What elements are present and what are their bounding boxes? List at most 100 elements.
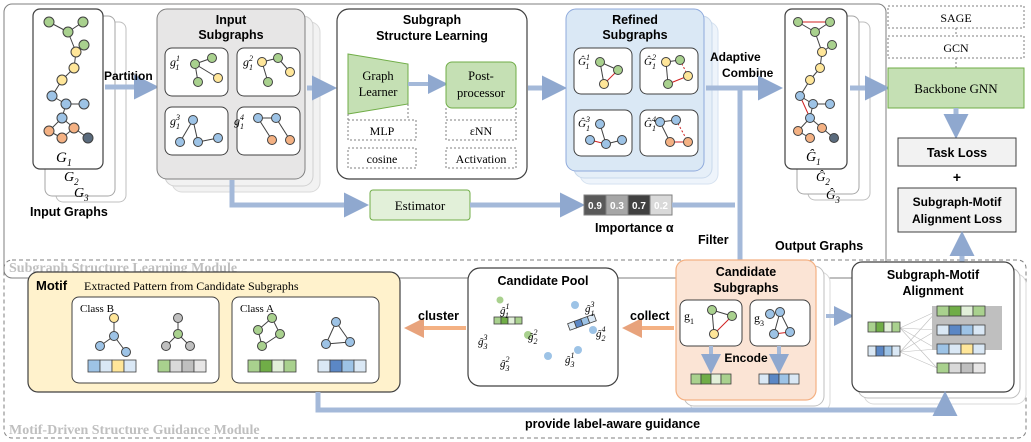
backbone-gnn-label: Backbone GNN: [914, 81, 998, 96]
graph-learner-label-1: Graph: [362, 69, 394, 83]
svg-text:0.3: 0.3: [610, 201, 624, 212]
g1-hat-label: Ĝ: [806, 148, 816, 165]
adaptive-label-2: Combine: [722, 66, 774, 80]
input-graphs: G1 G2 G3 Input Graphs: [30, 8, 127, 219]
importance-label: Importance α: [595, 221, 674, 235]
activation-option: [445, 147, 517, 169]
svg-text:g3: g3: [754, 311, 764, 328]
g1-label: G: [56, 150, 67, 166]
svg-text:G3: G3: [74, 186, 89, 203]
input-subgraph-4: [236, 106, 301, 156]
candidate-subgraphs-panel: Candidate Subgraphs g1 g3 Encode: [675, 259, 831, 413]
alignment-title-2: Alignment: [902, 284, 964, 298]
input-subgraphs-title-1: Input: [216, 13, 247, 27]
svg-text:g31: g31: [170, 113, 180, 131]
svg-text:SAGE: SAGE: [940, 11, 971, 25]
mlp-option: [347, 119, 417, 141]
guidance-label: provide label-aware guidance: [525, 417, 700, 431]
g3-hat-label: Ĝ: [826, 187, 836, 202]
cosine-option: [347, 147, 417, 169]
svg-text:Ĝ1: Ĝ1: [806, 148, 821, 167]
ssl-title-1: Subgraph: [403, 13, 461, 27]
svg-text:ĝ33: ĝ33: [478, 333, 488, 351]
post-processor-box: [445, 61, 517, 109]
to-estimator-arrow: [229, 180, 369, 218]
backbone-gnn-box: [887, 67, 1025, 109]
ssl-module-frame: [3, 3, 887, 279]
output-graphs-caption: Output Graphs: [775, 239, 863, 253]
svg-text:ĝ23: ĝ23: [500, 355, 510, 373]
guidance-arrow: [315, 391, 958, 416]
candidate-pool-title: Candidate Pool: [498, 274, 589, 288]
guidance-module-title: Motif-Driven Structure Guidance Module: [9, 423, 260, 438]
svg-text:ĝ22: ĝ22: [528, 328, 538, 346]
svg-text:g41: g41: [234, 113, 244, 131]
alignment-loss-label-2: Alignment Loss: [912, 212, 1002, 226]
svg-text:ĝ42: ĝ42: [596, 325, 606, 343]
ssl-panel: Subgraph Structure Learning Graph Learne…: [336, 8, 528, 180]
svg-text:0.2: 0.2: [654, 201, 668, 212]
input-graph-nodes: [43, 16, 94, 144]
svg-text:g11: g11: [170, 54, 180, 72]
svg-text:g21: g21: [243, 54, 253, 72]
estimator-label: Estimator: [395, 198, 446, 213]
svg-text:cosine: cosine: [367, 152, 398, 166]
refined-title-2: Subgraphs: [602, 28, 667, 42]
enn-option: [445, 119, 517, 141]
svg-text:Activation: Activation: [456, 152, 507, 166]
svg-text:Ĝ41: Ĝ41: [644, 115, 656, 133]
svg-text:Ĝ11: Ĝ11: [578, 53, 590, 71]
svg-text:ĝ13: ĝ13: [565, 351, 575, 369]
input-subgraph-2: [236, 47, 301, 97]
task-loss-box: [897, 137, 1017, 167]
g2-hat-label: Ĝ: [816, 169, 826, 184]
alignment-loss-label-1: Subgraph-Motif: [913, 195, 1003, 209]
importance-vector: 0.9 0.3 0.7 0.2: [583, 194, 673, 216]
svg-text:g1: g1: [684, 309, 694, 326]
svg-text:ĝ11: ĝ11: [500, 302, 510, 320]
svg-text:G2: G2: [64, 170, 79, 187]
plus-sign: +: [953, 169, 961, 185]
input-graphs-caption: Input Graphs: [30, 205, 108, 219]
g2-label: G: [64, 170, 74, 185]
partition-label: Partition: [104, 69, 153, 83]
adaptive-label-1: Adaptive: [710, 50, 761, 64]
svg-text:0.7: 0.7: [632, 201, 646, 212]
motif-panel: Motif Extracted Pattern from Candidate S…: [27, 271, 401, 393]
svg-text:GCN: GCN: [943, 41, 969, 55]
motif-title: Motif: [36, 278, 68, 293]
task-loss-label: Task Loss: [927, 146, 987, 160]
candidate-title-2: Subgraphs: [713, 281, 778, 295]
svg-text:Ĝ2: Ĝ2: [816, 169, 830, 187]
svg-text:Class B: Class B: [80, 303, 114, 315]
svg-text:MLP: MLP: [370, 124, 395, 138]
backbone-stack: SAGE GCN Backbone GNN Task Loss + Subgra…: [887, 5, 1025, 233]
svg-text:ĝ31: ĝ31: [585, 300, 595, 318]
g3-label: G: [74, 186, 84, 201]
svg-text:εNN: εNN: [470, 124, 493, 138]
candidate-title-1: Candidate: [716, 265, 776, 279]
svg-text:0.9: 0.9: [588, 201, 602, 212]
output-graphs: Ĝ1 Ĝ2 Ĝ3 Output Graphs: [775, 8, 871, 253]
motif-subtitle: Extracted Pattern from Candidate Subgrap…: [84, 279, 299, 293]
post-processor-label-1: Post-: [468, 69, 494, 83]
filter-label: Filter: [698, 233, 729, 247]
refined-title-1: Refined: [612, 13, 658, 27]
post-processor-label-2: processor: [457, 86, 506, 100]
svg-text:G1: G1: [56, 150, 72, 169]
alignment-loss-box: [897, 187, 1017, 233]
svg-text:Ĝ21: Ĝ21: [644, 53, 656, 71]
graph-learner-trapezoid: [347, 53, 409, 115]
ssl-title-2: Structure Learning: [376, 29, 488, 43]
alignment-panel: Subgraph-Motif Alignment: [851, 261, 1027, 405]
graph-learner-label-2: Learner: [359, 85, 399, 99]
encode-label: Encode: [724, 351, 768, 365]
svg-text:Ĝ31: Ĝ31: [578, 115, 590, 133]
alignment-title-1: Subgraph-Motif: [887, 268, 980, 282]
svg-text:Class A: Class A: [240, 303, 274, 315]
input-subgraphs-title-2: Subgraphs: [198, 28, 263, 42]
